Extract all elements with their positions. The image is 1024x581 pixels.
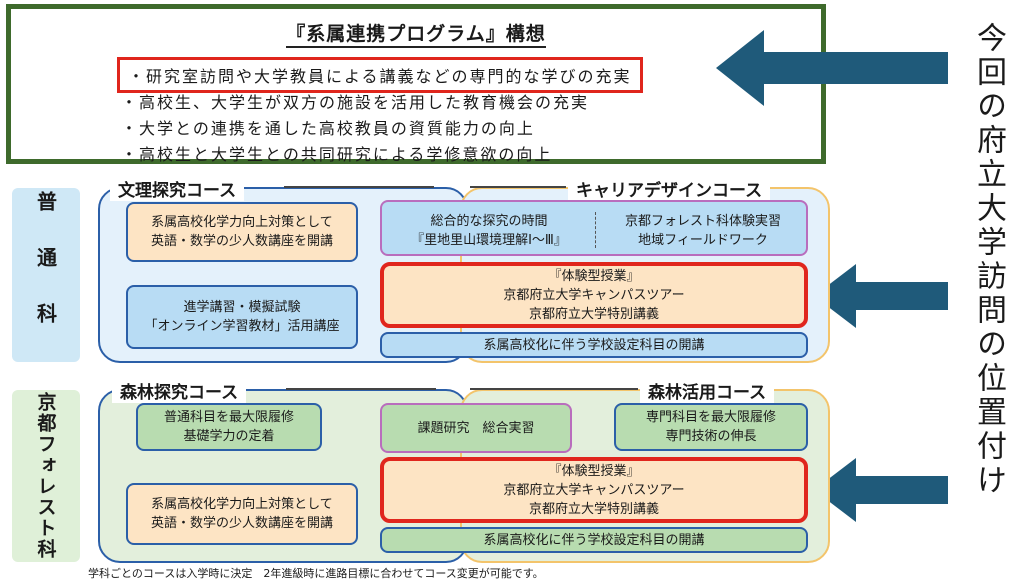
course-box: 系属高校化に伴う学校設定科目の開講	[380, 527, 808, 553]
course-box: 系属高校化学力向上対策として英語・数学の少人数講座を開講	[126, 483, 358, 545]
course-box: 進学講習・模擬試験「オンライン学習教材」活用講座	[126, 285, 358, 349]
course-box: 専門科目を最大限履修専門技術の伸長	[614, 403, 808, 451]
concept-item-highlighted: ・研究室訪問や大学教員による講義などの専門的な学びの充実	[117, 57, 643, 93]
group-title-bunri: 文理探究コース	[110, 176, 245, 201]
course-box: 系属高校化に伴う学校設定科目の開講	[380, 332, 808, 358]
concept-item: ・大学との連携を通した高校教員の資質能力の向上	[121, 119, 535, 138]
arrow-left-icon	[814, 458, 948, 522]
group-title-shinrin-tankyu: 森林探究コース	[112, 378, 247, 403]
department-label-forest: 京都フォレスト科	[12, 390, 80, 562]
footer-note: 学科ごとのコースは入学時に決定 2年進級時に進路目標に合わせてコース変更が可能で…	[88, 567, 544, 580]
side-caption: 今回の府立大学訪問の位置付け	[971, 22, 1006, 498]
divider	[470, 186, 566, 188]
group-title-shinrin-katsuyo: 森林活用コース	[640, 378, 775, 403]
divider	[286, 388, 436, 390]
course-box: 総合的な探究の時間『里地里山環境理解Ⅰ～Ⅲ』 京都フォレスト科体験実習地域フィー…	[380, 200, 808, 256]
experience-class-box: 『体験型授業』京都府立大学キャンパスツアー京都府立大学特別講義	[380, 457, 808, 523]
department-label-futsu: 普通科	[12, 188, 80, 362]
arrow-left-icon	[814, 264, 948, 328]
concept-title: 『系属連携プログラム』構想	[11, 19, 821, 48]
experience-class-box: 『体験型授業』京都府立大学キャンパスツアー京都府立大学特別講義	[380, 262, 808, 328]
concept-item: ・高校生と大学生との共同研究による学修意欲の向上	[121, 145, 553, 164]
course-box: 普通科目を最大限履修基礎学力の定着	[136, 403, 322, 451]
divider	[470, 388, 638, 390]
arrow-left-icon	[716, 30, 948, 106]
divider	[284, 186, 434, 188]
group-title-career: キャリアデザインコース	[568, 176, 771, 201]
concept-box: 『系属連携プログラム』構想 ・研究室訪問や大学教員による講義などの専門的な学びの…	[6, 4, 826, 164]
concept-item: ・高校生、大学生が双方の施設を活用した教育機会の充実	[121, 93, 590, 112]
course-box: 課題研究 総合実習	[380, 403, 572, 453]
course-box: 系属高校化学力向上対策として英語・数学の少人数講座を開講	[126, 202, 358, 262]
